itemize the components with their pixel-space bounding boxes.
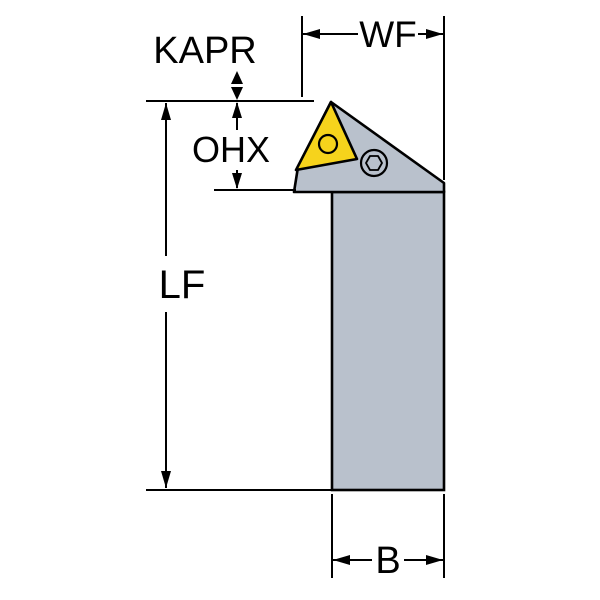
ohx-dimension: OHX (192, 102, 270, 189)
tool-shank (330, 190, 446, 492)
wf-label: WF (359, 14, 417, 55)
kapr-label: KAPR (153, 30, 256, 72)
b-label: B (375, 540, 400, 582)
arrow-up-icon (161, 103, 171, 120)
tool-holder (292, 100, 446, 492)
arrow-left-icon (333, 555, 350, 565)
lf-label: LF (159, 263, 206, 307)
b-dimension: B (331, 494, 445, 582)
kapr-dimension: KAPR (153, 30, 257, 100)
reference-lines (146, 100, 332, 491)
arrow-down-icon (231, 87, 243, 100)
arrow-up-icon (231, 71, 243, 84)
ohx-label: OHX (192, 129, 270, 170)
arrow-right-icon (426, 29, 443, 39)
arrow-down-icon (161, 471, 171, 488)
arrow-left-icon (303, 29, 320, 39)
insert-hole (317, 133, 339, 155)
arrow-up-icon (232, 102, 242, 118)
arrow-right-icon (426, 555, 443, 565)
lf-dimension: LF (159, 103, 206, 488)
wf-dimension: WF (301, 14, 445, 180)
arrow-down-icon (232, 173, 242, 189)
clamp-screw (359, 148, 389, 178)
clamp-screw-hex-icon (365, 155, 383, 171)
